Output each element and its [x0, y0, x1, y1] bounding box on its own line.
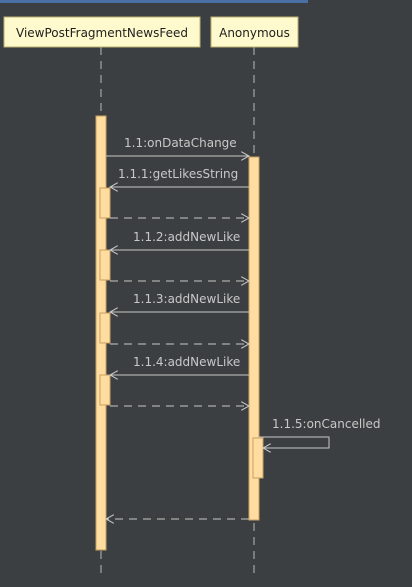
- message-label: 1.1.4:addNewLike: [133, 355, 240, 369]
- message-label: 1.1.1:getLikesString: [118, 167, 238, 181]
- activation-bar-anonymous: [248, 156, 260, 521]
- activation-bar-nested: [99, 312, 111, 344]
- participant-viewpostfragmentnewsfeed[interactable]: ViewPostFragmentNewsFeed: [3, 16, 201, 48]
- message-label: 1.1.5:onCancelled: [272, 417, 381, 431]
- participant-anonymous[interactable]: Anonymous: [210, 16, 299, 48]
- activation-bar-nested: [99, 374, 111, 406]
- self-message-arrow: [259, 436, 330, 448]
- activation-bar-self: [252, 437, 264, 479]
- activation-bar-nested: [99, 187, 111, 219]
- activation-bar-nested: [99, 249, 111, 281]
- participant-label: ViewPostFragmentNewsFeed: [16, 26, 188, 40]
- message-label: 1.1.2:addNewLike: [133, 230, 240, 244]
- message-label: 1.1:onDataChange: [124, 136, 237, 150]
- top-accent-bar: [0, 0, 308, 3]
- participant-label: Anonymous: [219, 26, 290, 40]
- message-label: 1.1.3:addNewLike: [133, 292, 240, 306]
